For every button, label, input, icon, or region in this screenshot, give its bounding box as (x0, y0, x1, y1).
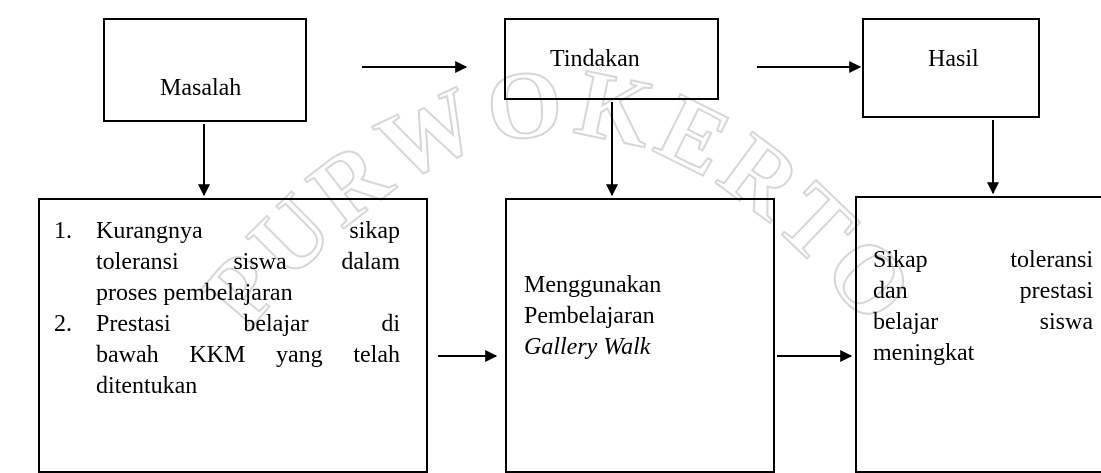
tindakan-label: Tindakan (550, 46, 640, 72)
hasil-line: Sikap toleransi (873, 247, 1093, 273)
connector-arrows (198, 61, 999, 362)
list-number: 1. (54, 218, 72, 244)
tindakan-line: Menggunakan (524, 272, 662, 298)
list-line: ditentukan (96, 373, 198, 399)
hasil-box (862, 18, 1040, 118)
list-number: 2. (54, 311, 72, 337)
masalah-box (103, 18, 307, 122)
hasil-line: meningkat (873, 340, 975, 366)
hasil-label: Hasil (928, 46, 979, 72)
list-line-part: Kurangnya (96, 218, 203, 244)
hasil-line: belajar siswa (873, 309, 1093, 335)
masalah-list-item: 2. Prestasi belajar di bawah KKM yang te… (54, 309, 400, 402)
masalah-list-item: 1. Kurangnya sikap toleransi siswa dalam… (54, 216, 400, 309)
masalah-label: Masalah (160, 75, 242, 101)
tindakan-detail-text: Menggunakan Pembelajaran Gallery Walk (524, 270, 754, 363)
list-line-part: sikap (349, 218, 400, 244)
tindakan-line-italic: Gallery Walk (524, 334, 651, 360)
tindakan-box (504, 18, 719, 100)
list-line: Prestasi belajar di (96, 311, 400, 337)
hasil-detail-text: Sikap toleransi dan prestasi belajar sis… (873, 245, 1093, 369)
masalah-list: 1. Kurangnya sikap toleransi siswa dalam… (54, 216, 400, 402)
list-line: Kurangnya sikap (96, 216, 400, 247)
list-line: toleransi siswa dalam (96, 249, 400, 275)
tindakan-line: Pembelajaran (524, 303, 655, 329)
list-line: bawah KKM yang telah (96, 342, 400, 368)
hasil-line: dan prestasi (873, 278, 1093, 304)
list-line: proses pembelajaran (96, 280, 293, 306)
